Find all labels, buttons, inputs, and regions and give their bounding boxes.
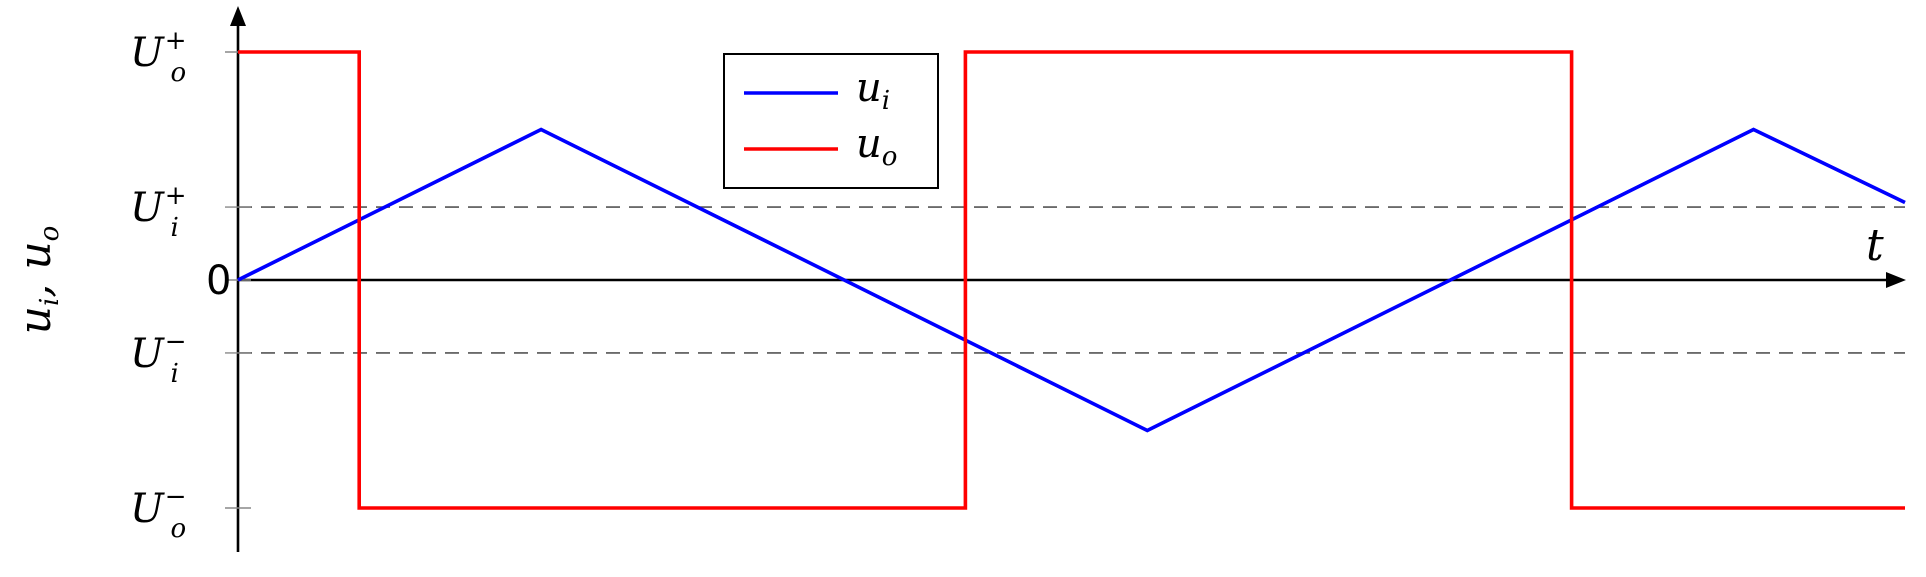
axes	[225, 6, 1906, 552]
x-axis-label: t	[1866, 220, 1884, 271]
y-tick-label-2: 0	[206, 258, 231, 304]
threshold-lines	[238, 206, 1905, 354]
axis-labels: t ui, uo	[10, 220, 1884, 334]
legend-label-1: uo	[856, 121, 897, 172]
legend-label-0: ui	[856, 65, 890, 116]
y-tick-label-0: U+o	[130, 26, 187, 88]
x-axis-arrow	[1886, 272, 1906, 288]
y-tick-labels: U+oU+i 0U−iU−o	[130, 26, 231, 544]
series-layer	[237, 50, 1906, 510]
y-axis-label: ui, uo	[10, 226, 65, 335]
y-tick-label-1: U+i	[130, 181, 187, 243]
y-tick-label-3: U−i	[130, 327, 187, 389]
y-axis-arrow	[230, 6, 246, 26]
series-line-u-o	[238, 50, 1905, 510]
y-tick-label-4: U−o	[130, 482, 187, 544]
legend-box	[723, 53, 939, 189]
series-line-u-i	[237, 127, 1906, 433]
